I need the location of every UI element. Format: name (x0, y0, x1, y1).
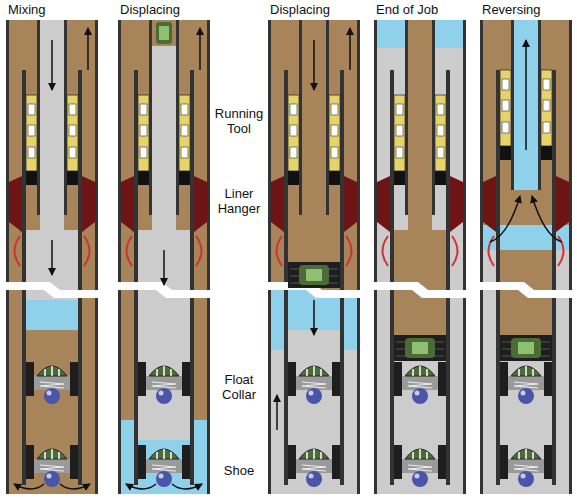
mud (270, 20, 358, 494)
well-structure (476, 20, 576, 494)
drill-pipe (299, 20, 329, 215)
panel-title: End of Job (376, 2, 438, 17)
flow-arrow (525, 40, 527, 150)
displacing-panel (114, 20, 214, 494)
reversing-panel (476, 20, 576, 494)
panel-title: Displacing (120, 2, 180, 17)
running-tool (394, 95, 446, 185)
mixing-panel (2, 20, 102, 494)
wiper-plug (394, 335, 446, 361)
wiper-plug (500, 335, 552, 361)
drill-pipe (37, 20, 67, 215)
part-label: Shoe (212, 463, 266, 478)
flow-arrow (172, 484, 202, 489)
cement (376, 20, 464, 494)
well-structure (114, 20, 214, 494)
end-of-job-panel (370, 20, 470, 494)
flow-arrow (532, 196, 562, 242)
drill-pipe-wall (511, 20, 514, 190)
mud (120, 20, 208, 494)
drill-pipe (149, 20, 179, 215)
well-structure (370, 20, 470, 494)
flow-arrow (51, 40, 53, 90)
running-tool (26, 95, 78, 185)
part-label: Float Collar (212, 372, 266, 402)
flow-arrow (14, 484, 44, 489)
flow-arrow (313, 40, 315, 90)
well-structure (264, 20, 364, 494)
part-label: Liner Hanger (212, 186, 266, 216)
mud (408, 20, 432, 230)
spacer (270, 290, 284, 350)
spacer (120, 420, 134, 494)
running-tool (288, 95, 340, 185)
mud (8, 20, 96, 494)
cement (138, 230, 190, 440)
running-tool (138, 95, 190, 185)
cement (482, 20, 570, 494)
spacer (344, 290, 358, 350)
flow-arrow (126, 484, 156, 489)
drill-pipe-wall (538, 20, 541, 190)
part-label: Running Tool (212, 106, 266, 136)
cement (270, 350, 284, 494)
flow-arrow (313, 300, 315, 335)
flow-arrow (490, 196, 520, 242)
panel-title: Mixing (8, 2, 46, 17)
panel-title: Displacing (270, 2, 330, 17)
flow-arrow (163, 250, 165, 285)
flow-arrow (87, 28, 89, 70)
panel-title: Reversing (482, 2, 541, 17)
spacer (194, 420, 208, 494)
cement (152, 46, 176, 230)
spacer (26, 300, 78, 330)
cement (344, 350, 358, 494)
spacer (514, 20, 538, 190)
cement (40, 20, 64, 230)
drill-pipe (405, 20, 435, 215)
flow-arrow (51, 240, 53, 275)
well-structure (2, 20, 102, 494)
wiper-plug (288, 262, 340, 288)
flow-arrow (349, 28, 351, 70)
flow-arrow (60, 484, 90, 489)
flow-arrow (199, 28, 201, 70)
flow-arrow (276, 395, 278, 430)
dart-plug (156, 22, 172, 44)
displacing-panel (264, 20, 364, 494)
